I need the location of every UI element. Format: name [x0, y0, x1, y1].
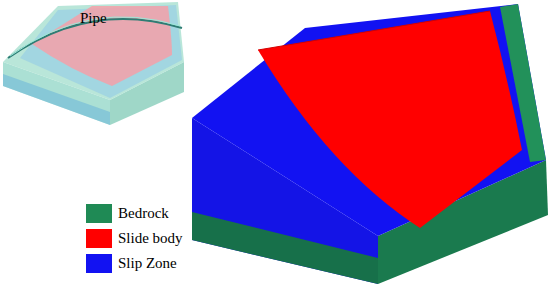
legend-label: Slip Zone [118, 254, 177, 273]
legend-label: Bedrock [118, 204, 169, 223]
legend-label: Slide body [118, 229, 183, 248]
inset-model [3, 2, 184, 125]
legend-swatch [86, 204, 112, 223]
main-model [192, 4, 548, 284]
part-label: Pipe [80, 10, 107, 27]
legend-swatch [86, 254, 112, 273]
legend-swatch [86, 229, 112, 248]
